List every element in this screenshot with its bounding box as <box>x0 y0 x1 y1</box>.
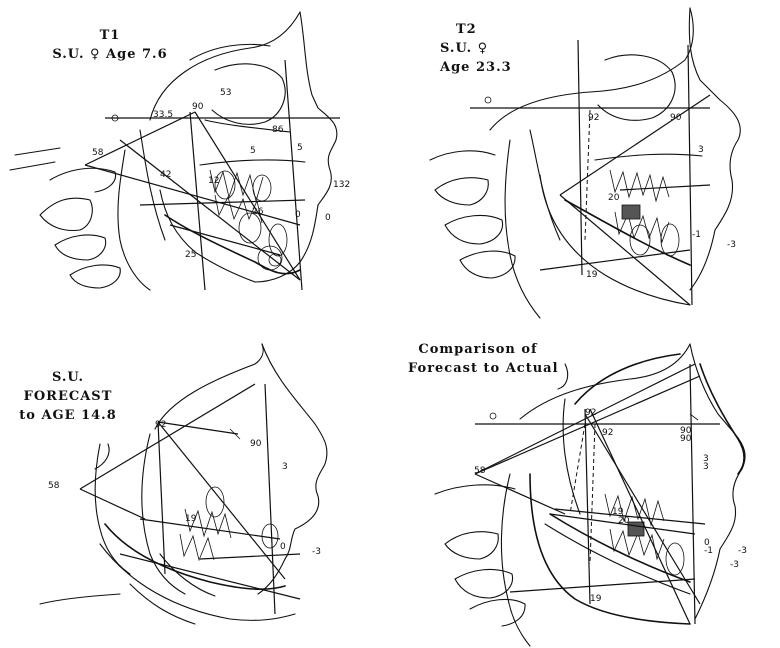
measurement-label: 90 <box>670 113 682 123</box>
measurement-label: -3 <box>312 547 321 557</box>
measurement-label: 92 <box>588 113 600 123</box>
panel-t2: T2 S.U. ♀ Age 23.3 92 90 3 20 -1 -3 19 <box>390 0 780 324</box>
measurement-label: 19 <box>586 270 598 280</box>
measurement-label: 0 <box>280 542 286 552</box>
measurement-label: -1 <box>704 546 713 556</box>
measurement-label: 90 <box>680 426 692 436</box>
measurement-label: 20 <box>618 516 630 526</box>
measurement-label: 19 <box>612 507 624 517</box>
tracing-t2 <box>429 7 741 319</box>
measurement-label: 12 <box>208 176 220 186</box>
measurement-label: 92 <box>602 428 614 438</box>
measurement-label: 90 <box>250 439 262 449</box>
measurement-label: 0 <box>704 538 710 548</box>
measurement-label: 5 <box>297 143 303 153</box>
measurement-label: -3 <box>738 546 747 556</box>
measurement-label: 20 <box>608 193 620 203</box>
measurement-label: 5 <box>250 146 256 156</box>
panel-comparison: Comparison of Forecast to Actual 92 92 9… <box>390 324 780 648</box>
measurement-label: 0 <box>295 210 301 220</box>
panel-title: T1 S.U. ♀ Age 7.6 <box>40 26 180 64</box>
measurement-label: 92 <box>585 408 597 418</box>
panel-forecast: S.U. FORECAST to AGE 14.8 92 90 58 3 19 … <box>0 324 390 648</box>
title-line-3: Age 23.3 <box>440 60 512 75</box>
tracing-t1 <box>9 11 340 291</box>
measurement-label: -1 <box>692 230 701 240</box>
measurement-label: 26 <box>252 207 264 217</box>
title-line-3: to AGE 14.8 <box>19 408 117 423</box>
measurement-label: 25 <box>185 250 197 260</box>
tracing-comparison <box>434 343 746 647</box>
title-line-1: S.U. <box>51 370 85 385</box>
measurement-label: -3 <box>727 240 736 250</box>
measurement-label: 19 <box>590 594 602 604</box>
measurement-label: 3 <box>703 454 709 464</box>
title-line-2: S.U. ♀ <box>440 41 489 56</box>
measurement-label: 42 <box>160 170 172 180</box>
measurement-label: 132 <box>333 180 351 190</box>
title-line-1: T2 <box>456 22 477 37</box>
measurement-label: 53 <box>220 88 232 98</box>
measurement-label: 58 <box>474 466 486 476</box>
panel-title: Comparison of Forecast to Actual <box>408 340 559 378</box>
panel-t1: T1 S.U. ♀ Age 7.6 53 90 33.5 58 86 5 5 4… <box>0 0 390 324</box>
panel-title: S.U. FORECAST to AGE 14.8 <box>18 368 118 425</box>
measurement-label: -3 <box>730 560 739 570</box>
measurement-label: 33.5 <box>153 110 174 120</box>
measurement-label: 58 <box>48 481 60 491</box>
measurement-label: 90 <box>680 434 692 444</box>
tracing-forecast <box>39 343 328 625</box>
measurement-label: 0 <box>325 213 331 223</box>
title-line-2: S.U. ♀ Age 7.6 <box>52 47 168 62</box>
measurement-label: 3 <box>703 462 709 472</box>
measurement-label: 90 <box>192 102 204 112</box>
measurement-label: 92 <box>155 420 167 430</box>
title-line-1: T1 <box>99 28 121 43</box>
measurement-label: 58 <box>92 148 104 158</box>
panel-title: T2 S.U. ♀ Age 23.3 <box>440 20 520 77</box>
title-line-2: Forecast to Actual <box>408 361 559 376</box>
title-line-2: FORECAST <box>23 389 113 404</box>
measurement-label: 19 <box>185 514 197 524</box>
measurement-label: 86 <box>272 125 284 135</box>
measurement-label: 3 <box>282 462 288 472</box>
measurement-label: 3 <box>698 145 704 155</box>
title-line-1: Comparison of <box>418 342 538 357</box>
